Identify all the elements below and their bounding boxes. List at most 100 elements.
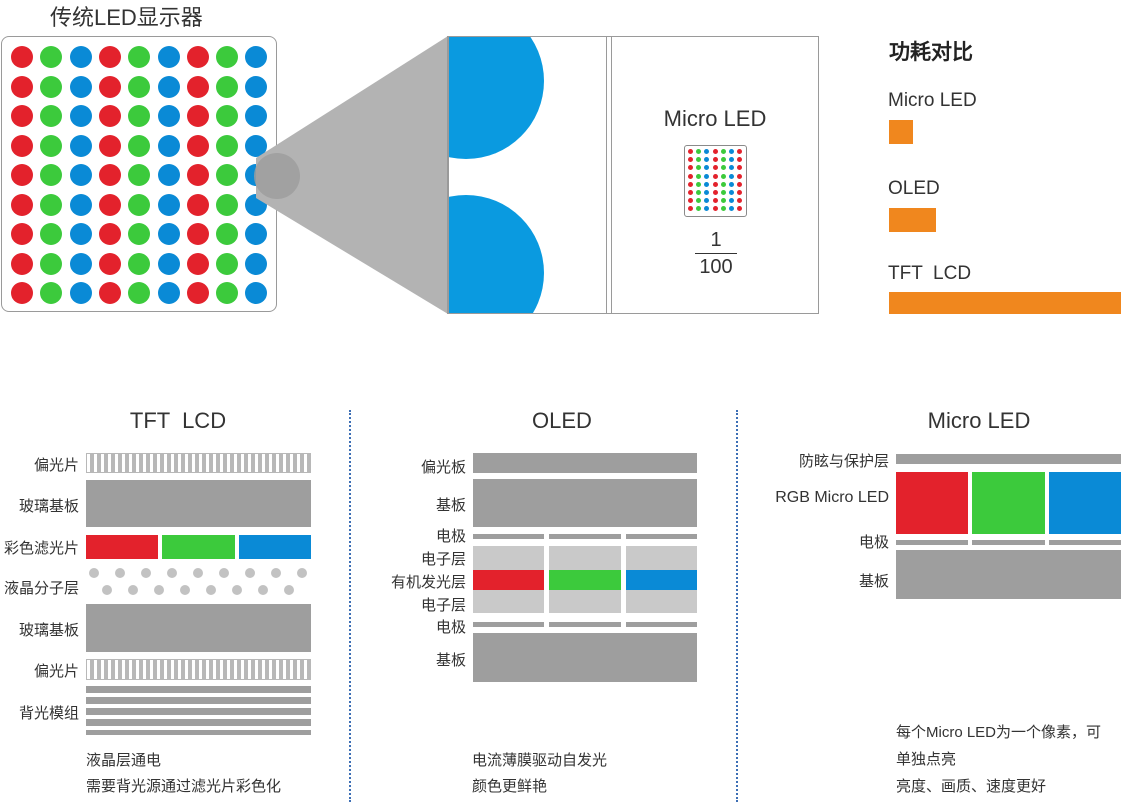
led-pixel-dot: [186, 105, 209, 127]
separator-2: [736, 410, 738, 802]
led-pixel-dot: [245, 46, 268, 68]
led-pixel-dot: [216, 164, 239, 186]
micro-led-tiny-dot: [688, 173, 693, 179]
led-pixel-dot: [98, 75, 121, 98]
oled-layer-label-0: 偏光板: [420, 459, 466, 476]
zoomed-led-circle-bottom: [448, 195, 544, 313]
led-pixel-dot: [40, 164, 63, 186]
led-pixel-dot: [98, 105, 121, 127]
led-pixel-dot: [245, 223, 268, 245]
micro-led-tiny-dot: [737, 181, 743, 187]
led-pixel-dot: [98, 193, 121, 216]
tft-layer-label-5: 偏光片: [33, 663, 79, 680]
oled-electrode-bottom-2: [549, 622, 621, 627]
led-pixel-dot: [216, 282, 239, 304]
liquid-crystal-dot: [128, 585, 138, 595]
tft-backlight-4: [86, 719, 311, 726]
led-pixel-dot: [157, 46, 180, 68]
liquid-crystal-dot: [102, 585, 112, 595]
tft-polarizer-bottom: [86, 659, 311, 680]
zoomed-left-clip: [448, 37, 449, 313]
zoomed-led-circle-top: [448, 37, 544, 159]
oled-substrate-top: [473, 479, 697, 527]
led-pixel-dot: [11, 282, 33, 304]
tft-filter-red: [86, 535, 158, 559]
zoom-cone-shape: [256, 36, 448, 314]
liquid-crystal-dot: [297, 568, 307, 578]
fraction-bar: [695, 253, 737, 254]
led-pixel-dot: [245, 134, 268, 157]
tft-backlight-2: [86, 697, 311, 704]
micro-led-tiny-dot: [737, 157, 743, 163]
traditional-led-title: 传统LED显示器: [50, 5, 203, 30]
micro-led-tiny-dot: [729, 206, 734, 212]
micro-layer-label-3: 基板: [858, 573, 889, 590]
micro-layer-label-1: RGB Micro LED: [775, 489, 889, 506]
led-pixel-dot: [69, 193, 92, 216]
liquid-crystal-dot: [258, 585, 268, 595]
micro-led-tiny-dot: [704, 206, 710, 212]
tft-filter-green: [162, 535, 235, 559]
led-pixel-dot: [186, 193, 209, 216]
micro-led-tiny-dot: [729, 149, 734, 154]
led-pixel-dot: [128, 252, 151, 275]
micro-electrode-2: [972, 540, 1045, 545]
led-pixel-dot: [245, 105, 268, 127]
oled-electrode-top-1: [473, 534, 544, 539]
micro-led-blue: [1049, 472, 1121, 534]
led-pixel-dot: [216, 75, 239, 98]
led-pixel-dot: [186, 164, 209, 186]
led-pixel-dot: [245, 75, 268, 98]
oled-title: OLED: [532, 408, 592, 433]
tft-caption-line-2: 需要背光源通过滤光片彩色化: [86, 778, 282, 795]
oled-layer-label-6: 电极: [435, 619, 466, 636]
micro-electrode-1: [896, 540, 968, 545]
tft-backlight-1: [86, 686, 311, 693]
power-title: 功耗对比: [889, 41, 973, 64]
tft-layer-label-3: 液晶分子层: [3, 580, 79, 597]
separator-1: [349, 410, 351, 802]
oled-polarizer: [473, 453, 697, 473]
led-pixel-dot: [11, 223, 33, 245]
power-label-tft-lcd: TFT LCD: [888, 263, 972, 284]
led-pixel-dot: [128, 46, 151, 68]
micro-led-tiny-dot: [696, 181, 702, 187]
micro-led-tiny-dot: [688, 149, 693, 154]
liquid-crystal-dot: [141, 568, 151, 578]
led-pixel-dot: [157, 252, 180, 275]
tft-lcd-title: TFT LCD: [129, 408, 227, 433]
oled-electron-bottom-3: [626, 590, 697, 613]
micro-led-green: [972, 472, 1045, 534]
led-pixel-dot: [128, 134, 151, 157]
micro-led-tiny-dot: [704, 190, 710, 195]
micro-led-tiny-dot: [712, 173, 718, 179]
led-pixel-dot: [69, 75, 92, 98]
micro-led-tiny-dot: [712, 190, 718, 195]
micro-led-tiny-dot: [696, 173, 702, 179]
micro-led-tiny-dot: [704, 173, 710, 179]
led-pixel-dot: [98, 164, 121, 186]
tft-layer-label-4: 玻璃基板: [18, 622, 79, 639]
led-pixel-dot: [157, 223, 180, 245]
micro-led-tiny-dot: [729, 181, 734, 187]
oled-emissive-red: [473, 570, 544, 590]
tft-layer-label-0: 偏光片: [33, 457, 79, 474]
fraction-denominator: 100: [699, 256, 733, 278]
micro-led-red: [896, 472, 968, 534]
micro-led-tiny-dot: [737, 165, 743, 171]
micro-led-title: Micro LED: [927, 408, 1031, 433]
oled-layer-label-3: 电子层: [420, 551, 466, 568]
led-pixel-dot: [157, 75, 180, 98]
micro-caption-line-2: 单独点亮: [896, 751, 957, 768]
led-pixel-dot: [40, 105, 63, 127]
oled-electron-top-2: [549, 546, 621, 570]
liquid-crystal-dot: [271, 568, 281, 578]
led-pixel-dot: [157, 134, 180, 157]
micro-led-tiny-dot: [688, 190, 693, 195]
power-bar-oled: [889, 208, 936, 232]
oled-layer-label-2: 电极: [435, 528, 466, 545]
oled-electron-top-3: [626, 546, 697, 570]
led-pixel-dot: [11, 252, 33, 275]
led-pixel-dot: [128, 105, 151, 127]
oled-layer-label-4: 有机发光层: [390, 574, 466, 591]
